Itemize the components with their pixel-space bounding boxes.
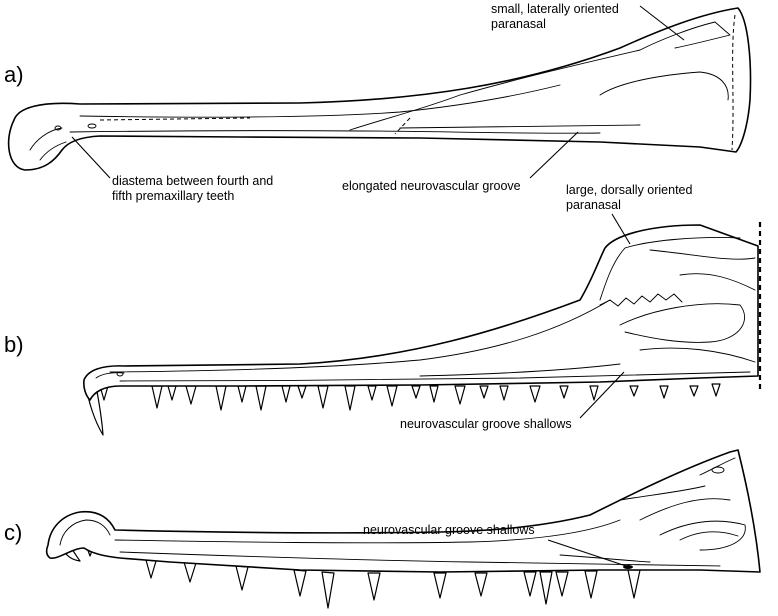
panel-b-tooth	[559, 385, 569, 399]
panel-a-snout-detail	[29, 127, 67, 161]
panel-b-tooth	[589, 385, 599, 401]
panel-c-teeth	[61, 544, 641, 609]
panel-b-serrated-suture	[599, 293, 683, 307]
panel-a-suture-1	[349, 49, 641, 131]
panel-b-tooth	[281, 385, 291, 403]
panel-a-groove	[399, 124, 641, 129]
panel-a-suture-2	[599, 71, 729, 101]
panel-b-groove	[419, 363, 621, 377]
panel-b-tooth	[151, 385, 163, 409]
panel-b-tip-detail	[95, 372, 125, 379]
panel-b-tooth	[344, 385, 356, 411]
panel-c-tooth	[367, 572, 381, 601]
panel-b-suture-1	[649, 249, 756, 260]
panel-a-paranasal-region	[639, 21, 731, 51]
panel-b: b)	[4, 183, 762, 436]
panel-c-tooth	[539, 571, 553, 605]
panel-c-tooth	[523, 571, 537, 597]
panel-c-tooth	[235, 565, 249, 591]
panel-c-groove-label: neurovascular groove shallows	[363, 523, 535, 537]
panel-b-tooth	[215, 385, 227, 411]
panel-c-skull-outline	[45, 449, 761, 573]
panel-c-tooth	[183, 561, 197, 583]
panel-b-tooth	[167, 385, 177, 401]
panel-b-tooth	[367, 385, 377, 401]
panel-b-tooth	[529, 385, 541, 403]
panel-b-paranasal-edge	[599, 237, 741, 301]
panel-a-groove-label: elongated neurovascular groove	[342, 179, 521, 193]
panel-c-tooth	[584, 570, 598, 599]
panel-b-tooth	[185, 385, 197, 405]
panel-a-dorsal-line	[79, 84, 561, 118]
panel-a-groove-leader	[529, 131, 579, 179]
panel-c-face-detail-1	[639, 498, 731, 521]
panel-b-tooth	[499, 385, 509, 401]
panel-a-paranasal-label-2: paranasal	[491, 17, 546, 31]
panel-c-tooth	[555, 571, 569, 597]
panel-c-naris	[711, 466, 725, 474]
panel-b-tooth	[237, 385, 247, 403]
panel-c-face-detail-3	[679, 531, 739, 541]
panel-a: a) small, laterally oriented paranasal d…	[4, 2, 752, 203]
panel-a-diastema-label-1: diastema between fourth and	[112, 174, 273, 188]
panel-a-diastema-leader	[71, 136, 111, 179]
panel-b-label: b)	[4, 332, 24, 357]
panel-b-tooth	[429, 385, 439, 403]
panel-c-label: c)	[4, 520, 22, 545]
panel-b-groove-label: neurovascular groove shallows	[400, 417, 572, 431]
panel-c-snout-curl	[59, 519, 111, 546]
panel-a-alveolar-line	[69, 130, 601, 134]
panel-a-paranasal-label-1: small, laterally oriented	[491, 2, 619, 16]
panel-b-skull-outline	[83, 224, 759, 401]
panel-b-suture-2	[679, 273, 756, 291]
panel-b-tooth	[255, 385, 267, 411]
panel-b-tooth	[629, 385, 639, 397]
panel-a-skull-outline	[7, 7, 752, 171]
panel-b-dorsal-line	[109, 299, 611, 373]
panel-b-paranasal-label-2: paranasal	[566, 198, 621, 212]
panel-a-diastema-label-2: fifth premaxillary teeth	[112, 189, 234, 203]
panel-c-alveolar-line	[119, 551, 721, 567]
panel-c-groove-leader	[547, 539, 627, 567]
panel-a-label: a)	[4, 62, 24, 87]
panel-c: c)	[4, 449, 761, 609]
panel-b-lower-suture	[639, 347, 756, 363]
panel-b-tooth	[454, 385, 466, 405]
panel-c-face-detail-5	[619, 485, 706, 501]
panel-a-diastema-pit	[87, 123, 97, 129]
panel-b-tooth	[317, 385, 329, 409]
panel-b-paranasal-leader	[611, 213, 631, 245]
panel-b-tooth	[386, 385, 398, 407]
panel-a-foramen	[54, 125, 62, 131]
panel-b-tooth	[411, 385, 421, 399]
panel-b-tooth	[689, 385, 699, 397]
panel-b-groove-leader	[579, 371, 625, 419]
panel-b-foramen	[116, 371, 124, 377]
panel-c-face-detail-2	[659, 520, 746, 551]
panel-b-tooth	[711, 383, 721, 397]
panel-a-paranasal-leader	[639, 5, 685, 41]
panel-c-tooth	[474, 572, 488, 597]
panel-c-tooth	[145, 559, 157, 579]
panel-b-alveolar-line	[119, 371, 751, 382]
panel-c-tooth	[433, 572, 447, 599]
panel-a-dashed-suture-2	[394, 117, 411, 135]
panel-c-tooth	[627, 569, 641, 599]
panel-c-tooth	[293, 569, 307, 597]
panel-b-tooth	[659, 385, 669, 399]
panel-c-dorsal-line	[114, 519, 621, 544]
panel-b-orbit-region	[619, 303, 745, 343]
panel-c-tooth	[321, 571, 335, 609]
panel-b-paranasal-label-1: large, dorsally oriented	[566, 183, 693, 197]
panel-b-tooth	[297, 385, 307, 399]
panel-b-tooth	[479, 385, 489, 399]
panel-c-face-detail-4	[699, 457, 736, 476]
